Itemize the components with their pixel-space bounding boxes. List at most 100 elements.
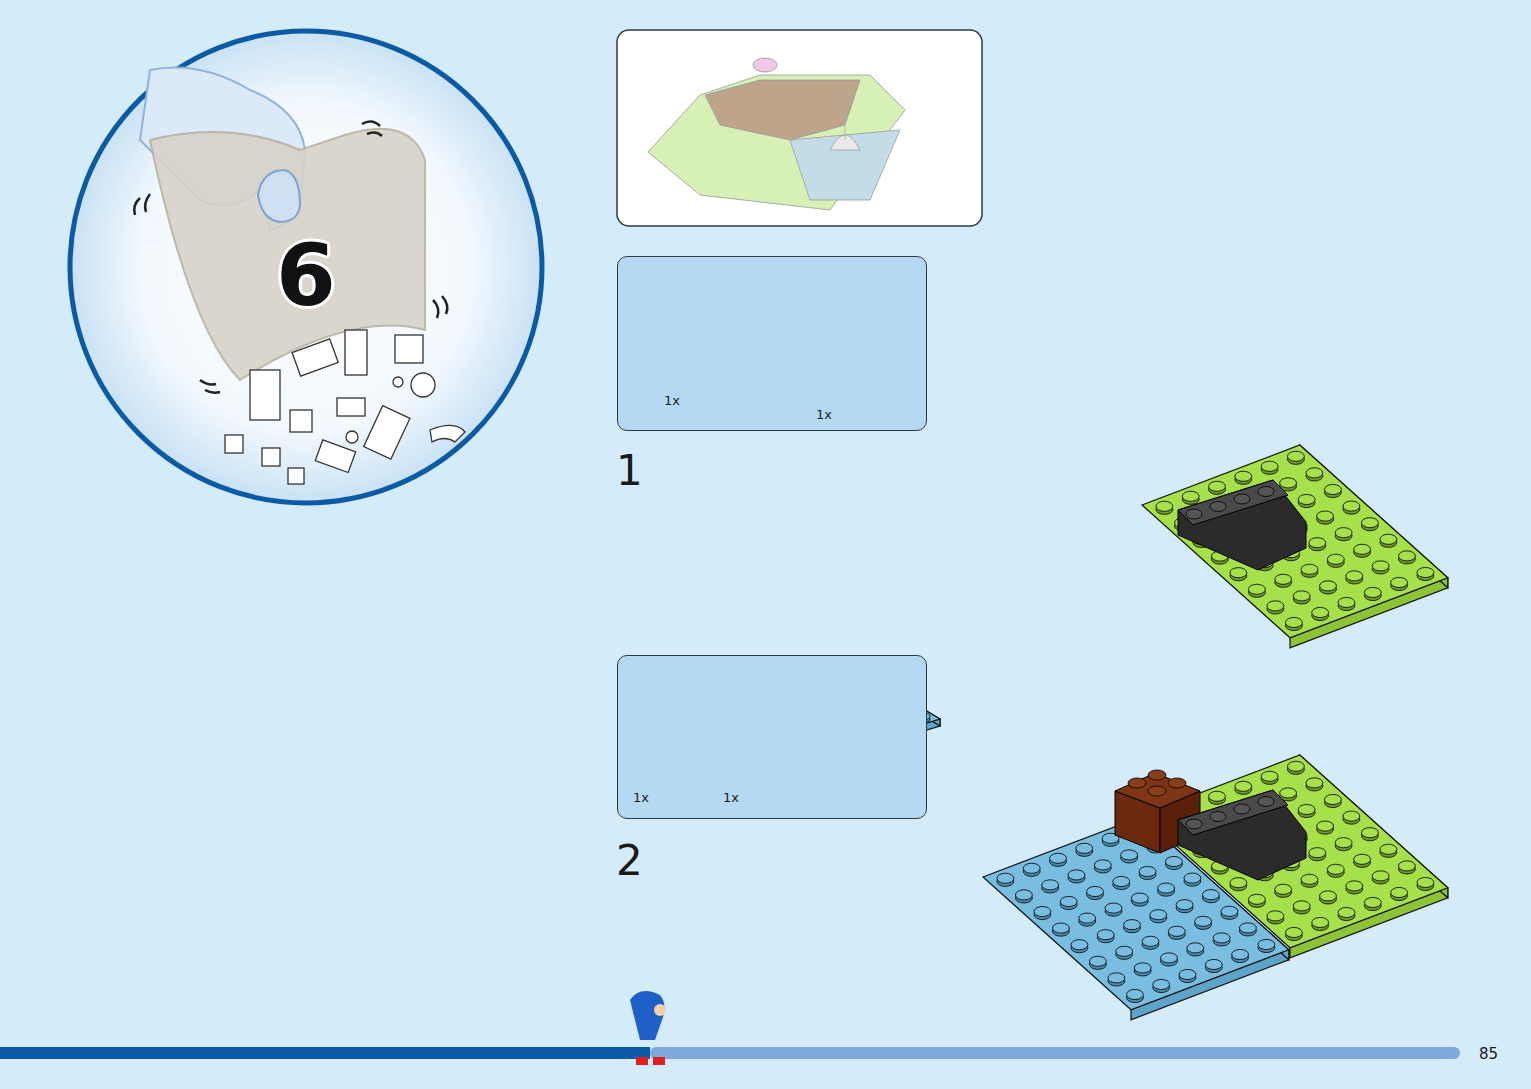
stud: [1248, 584, 1265, 594]
stud: [1327, 554, 1344, 564]
stud: [1248, 894, 1265, 904]
bag-bubble: [70, 31, 542, 503]
stud: [1209, 481, 1226, 491]
quantity: 1x: [723, 790, 739, 805]
stud: [1312, 917, 1329, 927]
stud: [1285, 927, 1302, 937]
stud: [1168, 926, 1185, 936]
stud: [1372, 871, 1389, 881]
stud: [1335, 528, 1352, 538]
plate-top: [1142, 445, 1448, 638]
falling-bricks: [225, 330, 465, 484]
stud: [1150, 910, 1167, 920]
stud: [1301, 564, 1318, 574]
stud: [1287, 761, 1304, 771]
stud: [1309, 538, 1326, 548]
slope-brick: [1178, 790, 1306, 880]
stud: [1128, 778, 1146, 788]
stud: [1338, 597, 1355, 607]
stud: [1068, 870, 1085, 880]
stud: [1320, 891, 1337, 901]
quantity: 1x: [816, 407, 832, 422]
stud: [1094, 860, 1111, 870]
stud: [1298, 804, 1315, 814]
stud: [1097, 930, 1114, 940]
stud: [1417, 877, 1434, 887]
stud: [1221, 906, 1238, 916]
stud: [1293, 901, 1310, 911]
stud: [1079, 913, 1096, 923]
quantity: 1x: [664, 393, 680, 408]
stud: [1131, 893, 1148, 903]
stud: [1239, 923, 1256, 933]
parts-callout: 1x 1x: [617, 256, 927, 431]
stud: [1113, 876, 1130, 886]
stud: [1015, 890, 1032, 900]
stud: [1158, 883, 1175, 893]
stud: [1126, 989, 1143, 999]
stud: [1380, 534, 1397, 544]
stud: [1161, 953, 1178, 963]
stud: [1346, 881, 1363, 891]
stud: [1327, 864, 1344, 874]
stud: [1261, 461, 1278, 471]
stud: [1338, 907, 1355, 917]
stud: [1042, 880, 1059, 890]
stud: [1317, 821, 1334, 831]
progress-done: [0, 1047, 650, 1059]
stud: [1076, 843, 1093, 853]
step-number: 2: [616, 836, 643, 885]
stud: [1050, 853, 1067, 863]
built-models: [983, 445, 1448, 1020]
stud: [1134, 963, 1151, 973]
stud: [1060, 896, 1077, 906]
bag-number: 6: [276, 225, 336, 325]
stud: [1202, 890, 1219, 900]
preview-model: [648, 58, 905, 210]
stud: [1142, 936, 1159, 946]
stud: [1309, 848, 1326, 858]
stud: [1364, 587, 1381, 597]
stud: [1267, 601, 1284, 611]
stud: [1417, 567, 1434, 577]
stud: [1280, 478, 1297, 488]
stud: [997, 873, 1014, 883]
stud: [1306, 468, 1323, 478]
stud: [1298, 494, 1315, 504]
stud: [1034, 906, 1051, 916]
stud: [1124, 920, 1141, 930]
stud: [1179, 969, 1196, 979]
stud: [1343, 811, 1360, 821]
stud: [1361, 518, 1378, 528]
stud: [1324, 484, 1341, 494]
stud: [1364, 897, 1381, 907]
stud: [1023, 863, 1040, 873]
stud: [1275, 574, 1292, 584]
runner-figure: [630, 991, 666, 1065]
stud: [1258, 797, 1274, 807]
stud: [1354, 854, 1371, 864]
stud: [1320, 581, 1337, 591]
stud: [1398, 861, 1415, 871]
stud: [1139, 866, 1156, 876]
stud: [1105, 903, 1122, 913]
stud: [1213, 933, 1230, 943]
slope-top: [1178, 480, 1288, 525]
stud: [1391, 577, 1408, 587]
preview-box: [617, 30, 982, 226]
stud: [1153, 979, 1170, 989]
stud: [1089, 956, 1106, 966]
slope-top: [1178, 790, 1288, 835]
stud: [1293, 591, 1310, 601]
stud: [1087, 886, 1104, 896]
stud: [1232, 949, 1249, 959]
stud: [1230, 568, 1247, 578]
stud: [1285, 617, 1302, 627]
stud: [1380, 844, 1397, 854]
parts-bag: [150, 129, 425, 380]
quantity: 1x: [633, 790, 649, 805]
stud: [1052, 923, 1069, 933]
thumb: [258, 170, 300, 222]
stud: [1071, 940, 1088, 950]
stud: [1287, 451, 1304, 461]
